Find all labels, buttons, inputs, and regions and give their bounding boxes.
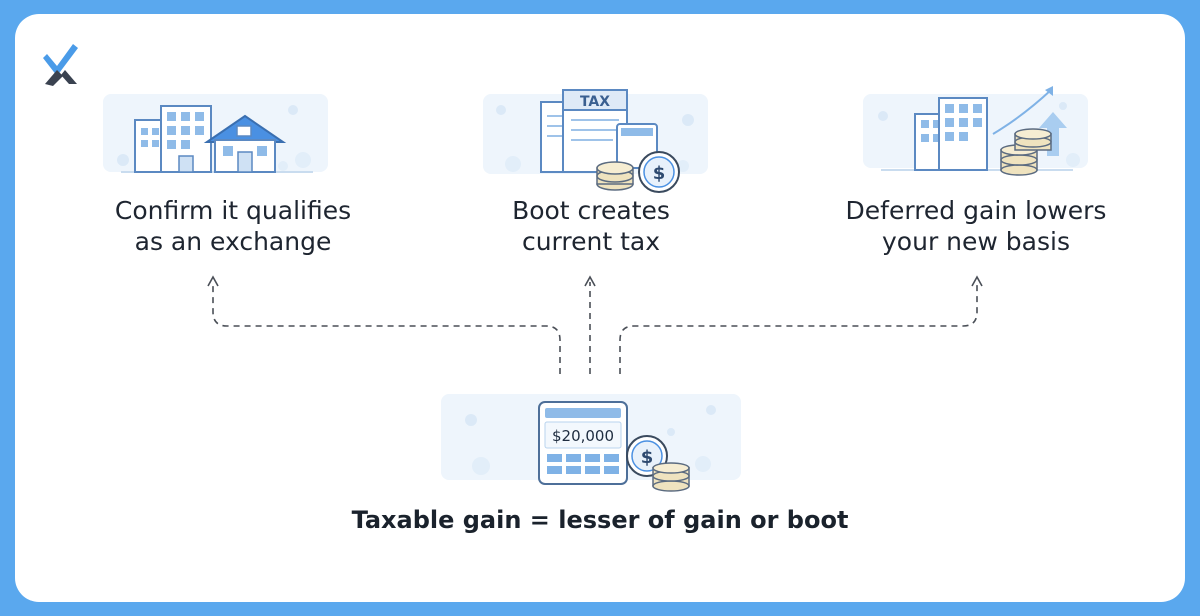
caption-line: as an exchange [134, 227, 332, 256]
caption-line: current tax [521, 227, 661, 256]
svg-text:TAX: TAX [580, 94, 610, 110]
diagram-card: TAX $ C [15, 14, 1185, 602]
step-caption-deferred: Deferred gain lowers your new basis [806, 195, 1146, 257]
building-coins-arrow-icon [863, 86, 1088, 176]
caption-line: Deferred gain lowers [845, 196, 1107, 225]
logo-icon [43, 44, 78, 86]
taxable-gain-caption: Taxable gain = lesser of gain or boot [351, 506, 849, 534]
calculator-amount: $20,000 [552, 427, 614, 445]
step-caption-boot: Boot creates current tax [421, 195, 761, 257]
caption-line: Boot creates [512, 196, 670, 225]
svg-text:$: $ [653, 163, 666, 184]
caption-line: Confirm it qualifies [114, 196, 352, 225]
tax-form-coins-icon: TAX $ [483, 89, 708, 193]
caption-line: your new basis [882, 227, 1070, 256]
connector-left [212, 282, 561, 374]
buildings-house-icon [103, 94, 328, 173]
svg-text:$: $ [641, 447, 654, 468]
connector-right [619, 282, 978, 374]
calculator-coins-icon: $20,000 $ [441, 394, 741, 492]
step-caption-qualify: Confirm it qualifies as an exchange [63, 195, 403, 257]
